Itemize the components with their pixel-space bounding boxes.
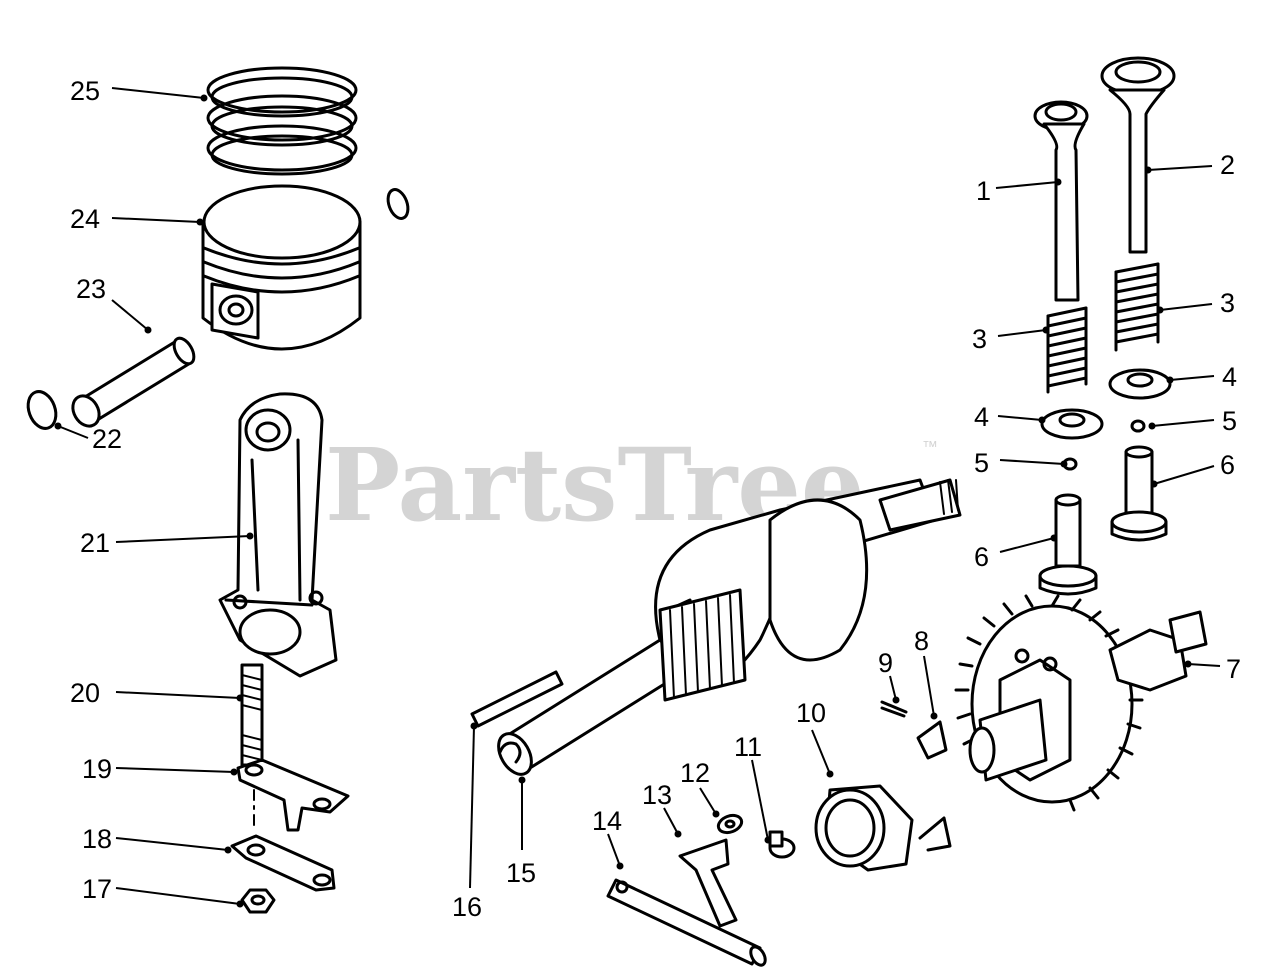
callout-2[interactable]: 2 — [1220, 150, 1235, 180]
cotter-pin[interactable] — [880, 700, 908, 718]
piston-pin-retainer-upper[interactable] — [384, 187, 411, 221]
valve-spring-right[interactable] — [1114, 262, 1160, 352]
intake-valve[interactable] — [1033, 100, 1089, 302]
callout-20[interactable]: 20 — [70, 678, 100, 708]
callout-15[interactable]: 15 — [506, 858, 536, 888]
exhaust-valve[interactable] — [1100, 56, 1176, 254]
piston-pin-retainer[interactable] — [23, 388, 60, 433]
callout-14[interactable]: 14 — [592, 806, 622, 836]
leader-lines — [54, 87, 1221, 908]
callout-25[interactable]: 25 — [70, 76, 100, 106]
watermark-trademark: ™ — [922, 439, 938, 456]
governor-screw[interactable] — [768, 830, 796, 859]
lock-plate-upper[interactable] — [236, 758, 350, 832]
valve-tappet-left[interactable] — [1038, 493, 1098, 596]
hex-nut[interactable] — [240, 888, 276, 914]
callout-4b[interactable]: 4 — [1222, 362, 1237, 392]
valve-keeper-right[interactable] — [1130, 419, 1146, 433]
callout-16[interactable]: 16 — [452, 892, 482, 922]
callout-21[interactable]: 21 — [80, 528, 110, 558]
governor-clip[interactable] — [916, 720, 952, 852]
callout-11[interactable]: 11 — [734, 732, 762, 762]
piston-rings[interactable] — [206, 66, 358, 176]
spring-retainer-left[interactable] — [1040, 408, 1104, 440]
piston[interactable] — [201, 184, 362, 351]
governor-arm[interactable] — [678, 838, 738, 928]
callout-3a[interactable]: 3 — [972, 324, 987, 354]
callout-18[interactable]: 18 — [82, 824, 112, 854]
valve-tappet-right[interactable] — [1110, 445, 1168, 542]
callout-4a[interactable]: 4 — [974, 402, 989, 432]
crankshaft-key[interactable] — [470, 670, 564, 728]
crankshaft-end[interactable] — [498, 741, 522, 764]
camshaft[interactable] — [954, 594, 1208, 812]
callout-labels: 1 2 3 3 4 4 5 5 6 6 7 8 9 10 11 12 13 14… — [70, 76, 1241, 922]
callout-3b[interactable]: 3 — [1220, 288, 1235, 318]
washer[interactable] — [716, 812, 744, 835]
callout-5b[interactable]: 5 — [1222, 406, 1237, 436]
governor-shaft[interactable] — [606, 878, 768, 968]
callout-6a[interactable]: 6 — [974, 542, 989, 572]
piston-pin[interactable] — [68, 335, 198, 431]
callout-13[interactable]: 13 — [642, 780, 672, 810]
callout-1[interactable]: 1 — [976, 176, 991, 206]
callout-17[interactable]: 17 — [82, 874, 112, 904]
rod-bolt[interactable] — [240, 663, 264, 767]
valve-spring-left[interactable] — [1046, 306, 1088, 394]
callout-22[interactable]: 22 — [92, 424, 122, 454]
callout-9[interactable]: 9 — [878, 648, 893, 678]
callout-7[interactable]: 7 — [1226, 654, 1241, 684]
lock-plate-lower[interactable] — [230, 834, 336, 892]
callout-10[interactable]: 10 — [796, 698, 826, 728]
callout-6b[interactable]: 6 — [1220, 450, 1235, 480]
callout-12[interactable]: 12 — [680, 758, 710, 788]
callout-5a[interactable]: 5 — [974, 448, 989, 478]
callout-19[interactable]: 19 — [82, 754, 112, 784]
callout-24[interactable]: 24 — [70, 204, 100, 234]
connecting-rod[interactable] — [218, 392, 338, 678]
crankshaft-gear[interactable] — [658, 588, 747, 702]
oil-seal-housing[interactable] — [814, 784, 914, 872]
spring-retainer-right[interactable] — [1108, 368, 1172, 400]
callout-8[interactable]: 8 — [914, 626, 929, 656]
callout-23[interactable]: 23 — [76, 274, 106, 304]
